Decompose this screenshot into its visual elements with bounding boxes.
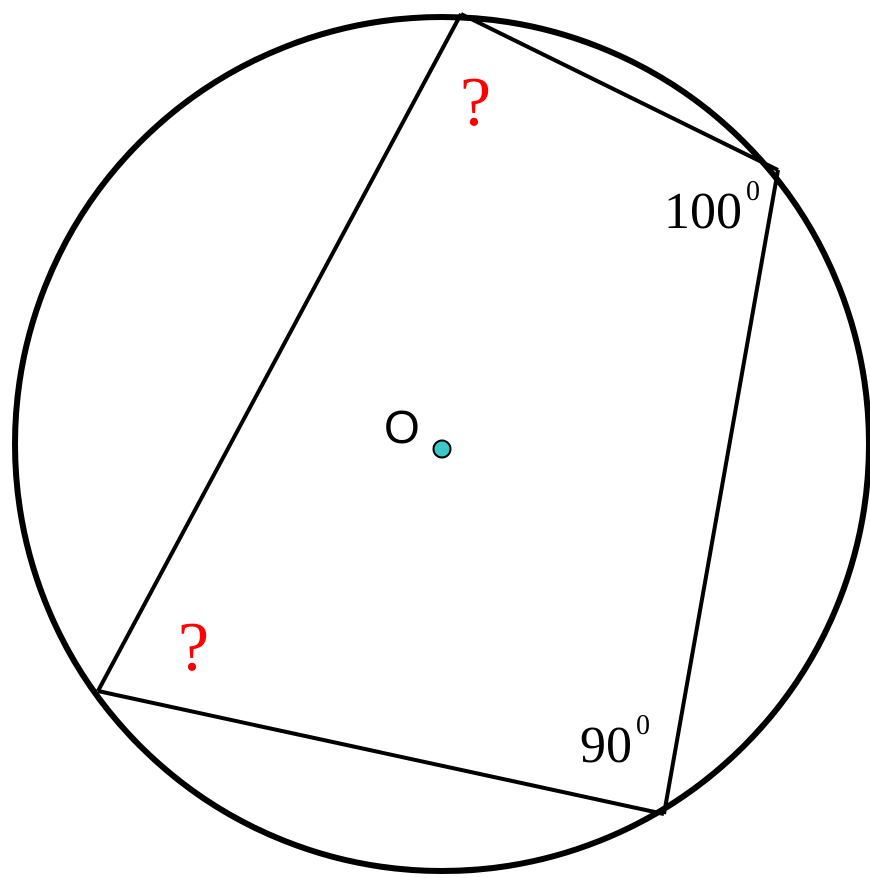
angle-top-right-degree: 0 (746, 176, 760, 207)
circumcircle (12, 14, 870, 874)
angle-top-label: ? (460, 64, 491, 141)
angle-bottom-left-label: ? (178, 609, 209, 686)
center-point (432, 439, 452, 459)
side-top-right-to-bottom-right (662, 169, 780, 815)
side-top-to-top-right (460, 12, 779, 172)
side-bottom-right-to-bottom-left (97, 689, 665, 816)
side-bottom-left-to-top (96, 13, 463, 692)
angle-bottom-right-degree: 0 (636, 710, 650, 741)
center-label: O (384, 401, 420, 453)
angle-top-right-value: 100 (664, 183, 742, 240)
angle-bottom-right-value: 90 (580, 717, 632, 774)
